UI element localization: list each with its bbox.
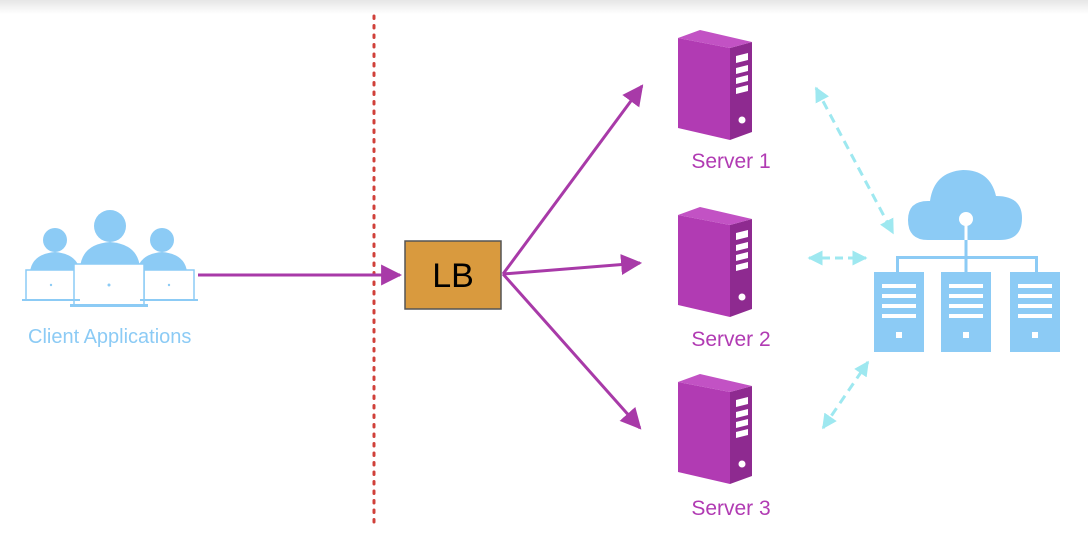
client-applications-label: Client Applications [28,326,191,348]
lb-label: LB [432,257,474,295]
server-1-label: Server 1 [691,150,770,173]
cloud-servers-icon [874,170,1060,352]
server-1-icon [678,30,752,140]
server-3-datacenter-link [821,360,870,430]
users-at-laptops-icon [22,210,198,307]
server-2-icon [678,207,752,317]
lb-to-server-1-arrow [501,84,644,275]
server-3-label: Server 3 [691,497,770,520]
server-2-label: Server 2 [691,328,770,351]
lb-to-server-2-arrow [502,254,643,276]
server-1-datacenter-link [814,86,895,235]
top-shadow-bar [0,0,1088,14]
load-balancer-box [404,240,502,310]
server-3-icon [678,374,752,484]
lb-to-server-3-arrow [501,273,642,430]
